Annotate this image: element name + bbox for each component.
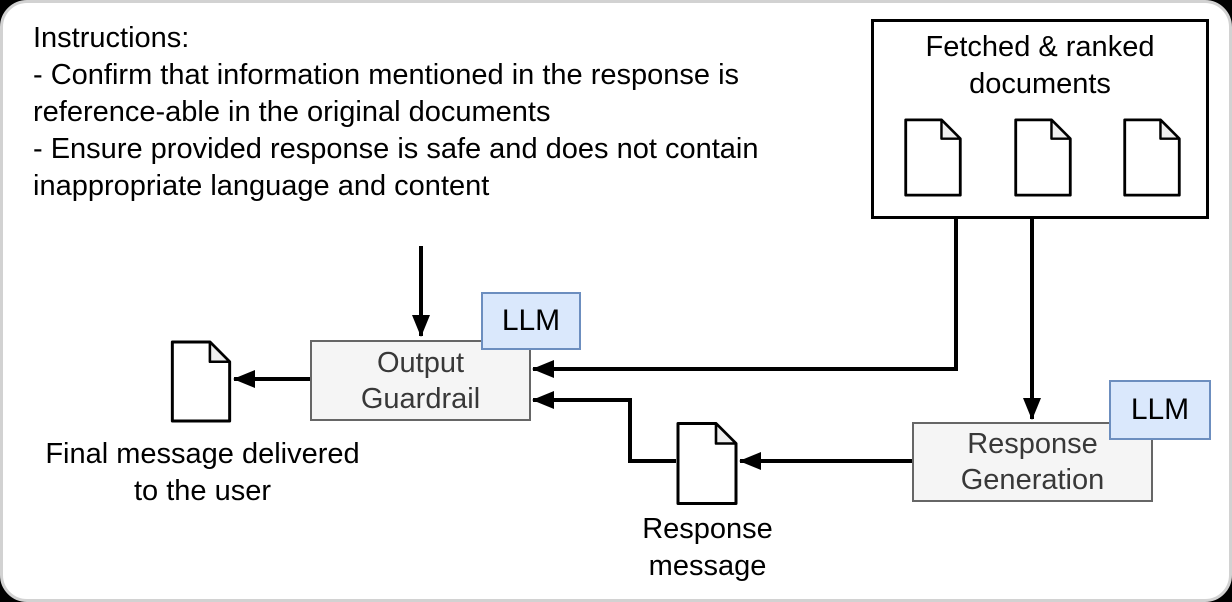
llm-badge: LLM bbox=[1109, 380, 1211, 440]
llm-badge: LLM bbox=[481, 292, 581, 350]
output-guardrail-box: Output Guardrail bbox=[310, 340, 531, 421]
document-icon bbox=[1014, 118, 1072, 197]
final-message-label: Final message delivered to the user bbox=[45, 438, 360, 507]
response-message-label: Response message bbox=[642, 513, 773, 582]
llm-badge-label: LLM bbox=[501, 304, 561, 337]
document-icon bbox=[170, 340, 232, 423]
llm-badge-label: LLM bbox=[1130, 393, 1190, 426]
output-guardrail-label: Output Guardrail bbox=[360, 346, 481, 415]
fetched-documents-box: Fetched & ranked documents bbox=[871, 19, 1209, 219]
fetched-documents-title: Fetched & ranked documents bbox=[925, 31, 1155, 100]
document-icon bbox=[676, 422, 738, 505]
document-icon bbox=[904, 118, 962, 197]
document-icon bbox=[1123, 118, 1181, 197]
instructions-text: Instructions: - Confirm that information… bbox=[33, 22, 759, 202]
response-generation-label: Response Generation bbox=[960, 428, 1105, 496]
